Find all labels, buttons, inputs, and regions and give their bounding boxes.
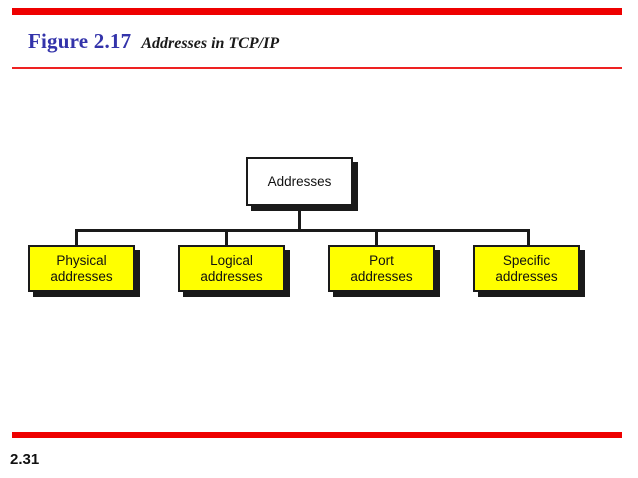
node-logical-addresses: Logical addresses [178,245,285,292]
connector-drop-port [375,229,378,246]
node-label-line2: addresses [50,268,113,284]
node-addresses-root: Addresses [246,157,353,206]
footer-rule [12,432,622,438]
header-rule-top [12,8,622,15]
connector-horizontal-bus [75,229,530,232]
connector-drop-logical [225,229,228,246]
node-label-line1: Port [369,252,394,268]
node-label: Physical addresses [50,253,112,285]
page-title: Figure 2.17 Addresses in TCP/IP [28,29,279,54]
node-label-line1: Logical [210,252,253,268]
connector-drop-specific [527,229,530,246]
node-label: Specific addresses [495,253,557,285]
figure-caption: Addresses in TCP/IP [141,35,280,52]
node-label-line2: addresses [200,268,263,284]
header-rule-thin [12,67,622,69]
node-label-line1: Physical [56,252,107,268]
node-label-line2: addresses [495,268,558,284]
connector-root-stem [298,206,301,231]
node-label: Port addresses [350,253,412,285]
node-specific-addresses: Specific addresses [473,245,580,292]
node-label: Logical addresses [200,253,262,285]
connector-drop-physical [75,229,78,246]
node-label: Addresses [267,173,332,189]
node-port-addresses: Port addresses [328,245,435,292]
node-physical-addresses: Physical addresses [28,245,135,292]
figure-label: Figure 2.17 [28,29,132,53]
slide-number: 2.31 [10,451,40,468]
node-label-line2: addresses [350,268,413,284]
node-label-line1: Specific [502,252,551,268]
